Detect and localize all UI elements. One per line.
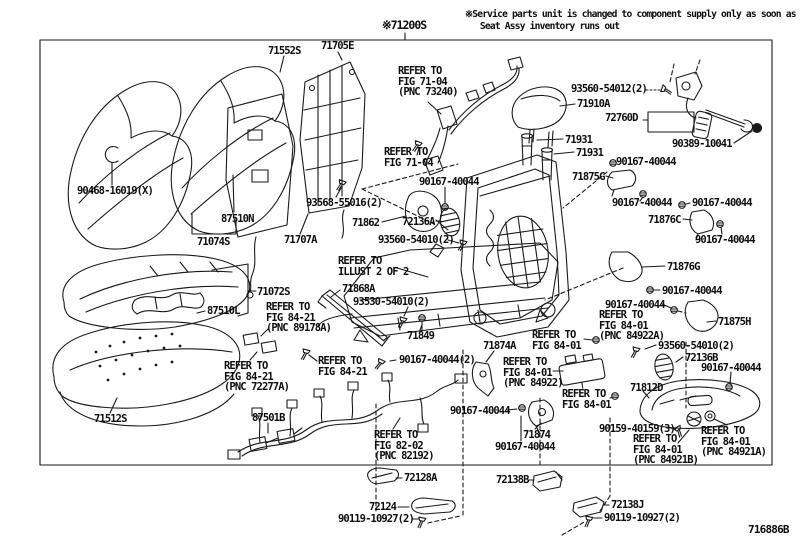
part-label-90468-16019X: 90468-16019(X)	[77, 185, 154, 197]
part-label-93560-54010-b: 93560-54010(2)	[658, 340, 735, 352]
part-label-ref-illust: REFER TO ILLUST 2 OF 2	[338, 255, 409, 278]
part-label-71868A: 71868A	[342, 283, 375, 295]
part-label-90167-40044-c: 90167-40044	[495, 441, 556, 453]
part-label-72136B: 72136B	[685, 352, 718, 364]
part-label-93560-54012: 93560-54012(2)	[571, 83, 648, 95]
seat-back-board	[300, 62, 365, 238]
part-label-90167-40044-b: 90167-40044	[450, 405, 511, 417]
part-label-90167-40044-d: 90167-40044	[616, 156, 677, 168]
part-label-ref-8401-pnc84921A: REFER TO FIG 84-01 (PNC 84921A)	[701, 425, 767, 459]
recliner-release-lever	[405, 191, 462, 238]
seat-cushion-pad	[63, 255, 250, 330]
small-connectors	[243, 333, 277, 353]
part-label-ref-7104-pnc73240: REFER TO FIG 71-04 (PNC 73240)	[398, 65, 459, 99]
part-label-90119-10927-a: 90119-10927(2)	[338, 513, 415, 525]
part-label-72760D: 72760D	[605, 112, 638, 124]
part-label-ref-8401-pnc84922: REFER TO FIG 84-01 (PNC 84922)	[503, 356, 564, 390]
part-label-ref-8401-pnc84922A: REFER TO FIG 84-01 (PNC 84922A)	[599, 309, 665, 343]
seat-back-frame	[461, 155, 569, 337]
part-label-71074S: 71074S	[197, 236, 230, 248]
dashed-lines	[362, 60, 700, 535]
part-label-71707A: 71707A	[284, 234, 317, 246]
part-label-71512S: 71512S	[94, 413, 127, 425]
part-label-71931-b: 71931	[576, 147, 604, 159]
part-label-71552S: 71552S	[268, 45, 301, 57]
part-label-71874A: 71874A	[483, 340, 516, 352]
part-label-ref-8421-pnc89178A: REFER TO FIG 84-21 (PNC 89178A)	[266, 301, 332, 335]
seat-cushion-frame-rails	[318, 243, 558, 342]
part-label-90167-40044-a: 90167-40044	[419, 176, 480, 188]
seat-cushion-wire	[132, 293, 204, 314]
part-label-72138J: 72138J	[611, 499, 644, 511]
part-label-90159-40159: 90159-40159(3)	[599, 423, 676, 435]
part-label-87510L: 87510L	[207, 305, 240, 317]
lock-assembly	[648, 72, 762, 139]
part-label-71072S: 71072S	[257, 286, 290, 298]
part-label-90167-40044-f: 90167-40044	[692, 197, 753, 209]
sensor-connectors	[249, 428, 302, 451]
part-label-90167-40044-e: 90167-40044	[612, 197, 673, 209]
part-label-ref-8401-b: REFER TO FIG 84-01	[562, 388, 612, 411]
part-label-71910A: 71910A	[577, 98, 610, 110]
seat-switch	[557, 350, 606, 391]
part-label-90167-40044-h: 90167-40044	[662, 285, 723, 297]
hog-ring-hook	[105, 147, 118, 163]
part-label-71876G: 71876G	[667, 261, 700, 273]
part-label-ref-8401-a: REFER TO FIG 84-01	[532, 329, 582, 352]
part-label-90389-10041: 90389-10041	[672, 138, 733, 150]
headrest	[512, 87, 566, 147]
part-label-ref-8401-pnc84921B: REFER TO FIG 84-01 (PNC 84921B)	[633, 433, 699, 467]
side-rail	[318, 290, 390, 346]
part-label-71874: 71874	[523, 429, 551, 441]
part-label-ref-7104: REFER TO FIG 71-04	[384, 146, 434, 169]
part-label-ref-8202-pnc82192: REFER TO FIG 82-02 (PNC 82192)	[374, 429, 435, 463]
hinge-brackets	[608, 170, 719, 381]
part-label-72124: 72124	[369, 501, 397, 513]
headrest-supports	[522, 134, 553, 180]
part-label-90167-40044-j: 90167-40044	[701, 362, 762, 374]
wiring-harness	[228, 373, 467, 459]
part-label-72138B: 72138B	[496, 474, 529, 486]
part-label-90167-40044-g: 90167-40044	[695, 234, 756, 246]
part-label-72136A: 72136A	[402, 216, 435, 228]
part-label-71931-a: 71931	[565, 134, 593, 146]
part-label-ref-8421-pnc72277A: REFER TO FIG 84-21 (PNC 72277A)	[224, 360, 290, 394]
part-label-71862: 71862	[352, 217, 380, 229]
leader-lines	[110, 52, 752, 519]
seat-back-center-board	[226, 94, 293, 298]
part-label-90167-40044-i: 90167-40044	[605, 299, 666, 311]
part-label-93568-55016: 93568-55016(2)	[306, 197, 383, 209]
part-label-90167-40044-2: 90167-40044(2)	[399, 354, 476, 366]
part-label-93530-54010: 93530-54010(2)	[353, 296, 430, 308]
assembly-label: ※71200S	[382, 18, 427, 32]
part-label-71705E: 71705E	[321, 40, 354, 52]
service-note: ※Service parts unit is changed to compon…	[465, 9, 796, 32]
part-label-71876C: 71876C	[648, 214, 681, 226]
part-label-71875H: 71875H	[718, 316, 751, 328]
part-label-ref-8421-b: REFER TO FIG 84-21	[318, 355, 368, 378]
border-frame	[40, 33, 772, 465]
bottom-trim-covers	[368, 468, 604, 517]
part-label-71849: 71849	[407, 330, 435, 342]
part-label-71875G: 71875G	[572, 171, 605, 183]
part-label-87510N: 87510N	[221, 213, 254, 225]
part-label-71812D: 71812D	[630, 382, 663, 394]
part-label-93560-54010-a: 93560-54010(2)	[378, 234, 455, 246]
part-label-87501B: 87501B	[252, 412, 285, 424]
seat-cushion-cover	[53, 322, 240, 426]
part-label-90119-10927-b: 90119-10927(2)	[604, 512, 681, 524]
part-label-72128A: 72128A	[404, 472, 437, 484]
seat-back-pad	[68, 82, 191, 249]
vent-dots	[94, 332, 182, 382]
seat-belt-buckle-and-wiring	[424, 57, 523, 175]
diagram-id: 716886B	[748, 523, 790, 536]
seat-back-cover	[171, 67, 294, 234]
